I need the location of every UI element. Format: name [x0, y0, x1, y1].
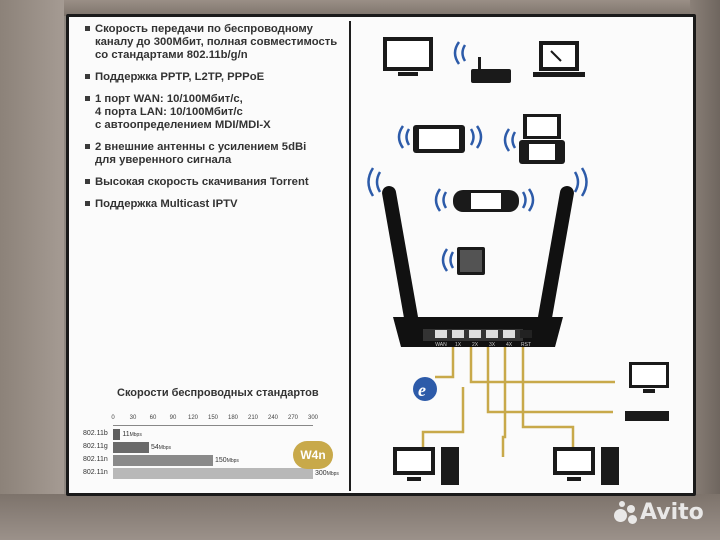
router-port: [452, 330, 464, 338]
router-small-icon: [471, 57, 511, 83]
chart-unit-label: Mbps: [129, 432, 142, 438]
router-port-label: WAN: [435, 342, 447, 348]
desktop-pc-icon: [393, 447, 459, 485]
router-port: [469, 330, 481, 338]
chart-category-label: 802.11n: [83, 469, 108, 476]
chart-x-tick: 60: [149, 415, 157, 421]
feature-line: с автоопределением MDI/MDI-X: [95, 119, 271, 131]
chart-bar: [113, 468, 313, 479]
chart-value-label: 150Mbps: [215, 457, 239, 464]
feature-item: 2 внешние антенны с усилением 5dBi для у…: [85, 141, 347, 167]
chart-bar: [113, 429, 121, 440]
chart-x-tick: 150: [207, 415, 219, 421]
w4n-badge: W4n: [293, 441, 333, 469]
chart-row: 802.11n 150Mbps: [83, 455, 343, 466]
watermark: Avito: [614, 500, 704, 525]
chart-value-label: 300Mbps: [315, 470, 339, 477]
wifi-icon: [367, 41, 588, 272]
chart-value-label: 54Mbps: [151, 444, 172, 451]
feature-line: Поддержка Multicast IPTV: [95, 198, 238, 210]
router-ports: WAN 1X 2X 3X 4X RST: [435, 330, 532, 348]
chart-row: 802.11n 300Mbps: [83, 468, 343, 479]
avito-logo-icon: [614, 501, 638, 525]
chart-x-tick: 0: [111, 415, 115, 421]
chart-x-tick: 180: [227, 415, 239, 421]
feature-line: для уверенного сигнала: [95, 154, 232, 166]
watermark-text: Avito: [640, 500, 704, 525]
chart-bar: [113, 455, 213, 466]
feature-line: Скорость передачи по беспроводному: [95, 23, 313, 35]
feature-line: 2 внешние антенны с усилением 5dBi: [95, 141, 307, 153]
monitor-icon: [629, 362, 669, 393]
router-port: [503, 330, 515, 338]
chart-value-label: 11Mbps: [122, 431, 142, 438]
router-antenna-icon: [382, 185, 574, 325]
chart-x-tick: 120: [187, 415, 199, 421]
router-port-label: 1X: [455, 342, 462, 348]
chart-x-tick: 240: [267, 415, 279, 421]
chart-title: Скорости беспроводных стандартов: [117, 387, 319, 399]
network-diagram: WAN 1X 2X 3X 4X RST e: [367, 37, 669, 485]
game-console-icon: [453, 190, 519, 212]
feature-item: Скорость передачи по беспроводному канал…: [85, 23, 347, 62]
feature-item: Высокая скорость скачивания Torrent: [85, 176, 347, 189]
feature-line: 1 порт WAN: 10/100Мбит/с,: [95, 93, 243, 105]
chart-x-tick: 90: [169, 415, 177, 421]
feature-line: Высокая скорость скачивания Torrent: [95, 176, 309, 188]
chart-unit-label: Mbps: [226, 458, 239, 464]
cable-lines: [421, 347, 615, 457]
router-port: [486, 330, 498, 338]
chart-category-label: 802.11n: [83, 456, 108, 463]
cardboard-left: [0, 0, 64, 540]
panel-divider: [349, 21, 351, 491]
chart-x-tick: 300: [307, 415, 319, 421]
chart-category-label: 802.11b: [83, 430, 108, 437]
desktop-pc-icon: [553, 447, 619, 485]
tablet-icon: [413, 125, 465, 153]
router-port: [520, 330, 532, 338]
laptop-icon: [533, 41, 585, 77]
feature-item: Поддержка PPTP, L2TP, PPPoE: [85, 71, 347, 84]
chart-x-tick: 30: [129, 415, 137, 421]
router-port-label: 3X: [489, 342, 496, 348]
feature-line: 4 порта LAN: 10/100Мбит/с: [95, 106, 243, 118]
router-port-label: RST: [521, 342, 531, 348]
feature-line: Поддержка PPTP, L2TP, PPPoE: [95, 71, 265, 83]
feature-line: со стандартами 802.11b/g/n: [95, 49, 248, 61]
chart-row: 802.11b 11Mbps: [83, 429, 343, 440]
speed-chart: Скорости беспроводных стандартов 0 30 60 90…: [83, 387, 339, 487]
svg-text:e: e: [418, 380, 426, 400]
feature-item: 1 порт WAN: 10/100Мбит/с, 4 порта LAN: 1…: [85, 93, 347, 132]
chart-row: 802.11g 54Mbps: [83, 442, 343, 453]
cardboard-bottom: [0, 494, 720, 540]
feature-line: каналу до 300Мбит, полная совместимость: [95, 36, 338, 48]
router-port: [435, 330, 447, 338]
feature-item: Поддержка Multicast IPTV: [85, 198, 347, 211]
media-box-icon: [457, 247, 485, 275]
set-top-box-icon: [625, 411, 669, 421]
chart-category-label: 802.11g: [83, 443, 108, 450]
feature-list: Скорость передачи по беспроводному канал…: [85, 23, 347, 220]
chart-unit-label: Mbps: [326, 471, 339, 477]
chart-x-axis: 0 30 60 90 120 150 180 210 240 270 300: [111, 415, 318, 425]
internet-explorer-icon: e: [413, 377, 437, 401]
router-port-label: 4X: [506, 342, 513, 348]
handheld-console-icon: [519, 114, 565, 164]
router-port-label: 2X: [472, 342, 479, 348]
cardboard-top: [0, 0, 720, 16]
chart-unit-label: Mbps: [158, 445, 172, 451]
monitor-icon: [383, 37, 433, 76]
chart-x-tick: 270: [287, 415, 299, 421]
chart-x-tick: 210: [247, 415, 259, 421]
chart-bar: [113, 442, 149, 453]
router-box-panel: Скорость передачи по беспроводному канал…: [66, 14, 696, 496]
chart-axis-line: [113, 425, 313, 426]
